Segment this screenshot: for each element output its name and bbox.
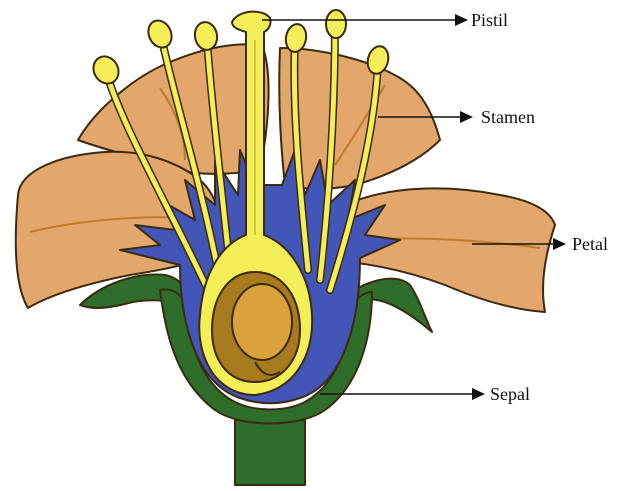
stem [235,420,305,485]
ovule [232,284,292,360]
stamen-arrowhead [460,111,473,123]
anther-2 [144,17,176,52]
petal-arrowhead [553,238,566,250]
sepal-label: Sepal [490,384,530,404]
anther-5 [326,10,346,38]
pistil-label: Pistil [471,10,508,30]
petal-label: Petal [572,234,608,254]
anther-1 [89,52,124,88]
stamen-label: Stamen [481,107,535,127]
pistil-arrowhead [455,14,468,26]
sepal-arrowhead [472,388,485,400]
